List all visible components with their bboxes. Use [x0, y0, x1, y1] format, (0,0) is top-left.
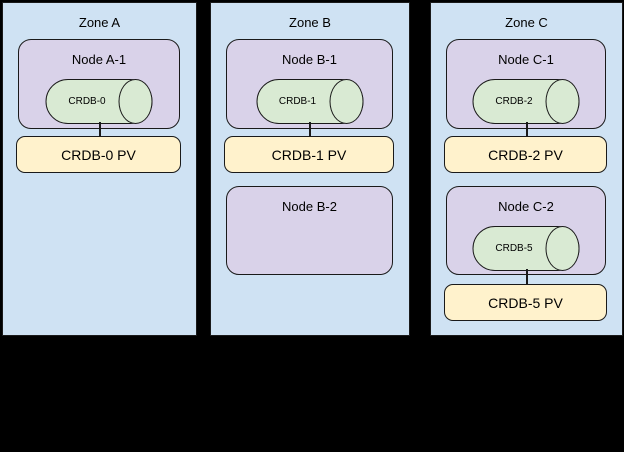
- crdb-2-pv-box: CRDB-2 PV: [444, 136, 607, 173]
- node-b-1: Node B-1 CRDB-1: [226, 39, 393, 129]
- crdb-5-label: CRDB-5: [495, 243, 533, 254]
- node-c-2-label: Node C-2: [498, 199, 554, 214]
- crdb-5-pv-box: CRDB-5 PV: [444, 284, 607, 321]
- zone-b: Zone B Node B-1 CRDB-1 CRDB-1 PV Node B-…: [210, 2, 410, 336]
- zone-a: Zone A Node A-1 CRDB-0 CRDB-0 PV: [2, 2, 197, 336]
- connector-line-c-2: [525, 269, 528, 285]
- crdb-1-pv-box: CRDB-1 PV: [224, 136, 394, 173]
- cylinder-cap-icon: [545, 79, 580, 124]
- zone-c-label: Zone C: [505, 15, 548, 30]
- crdb-0-label: CRDB-0: [68, 96, 106, 107]
- crdb-2-label: CRDB-2: [495, 96, 533, 107]
- crdb-0-cylinder: CRDB-0: [45, 79, 153, 124]
- crdb-1-cylinder: CRDB-1: [256, 79, 363, 124]
- node-b-1-label: Node B-1: [282, 52, 337, 67]
- node-c-1: Node C-1 CRDB-2: [446, 39, 606, 129]
- node-c-2: Node C-2 CRDB-5: [446, 186, 606, 275]
- node-c-1-label: Node C-1: [498, 52, 554, 67]
- crdb-5-cylinder: CRDB-5: [472, 226, 580, 271]
- crdb-2-cylinder: CRDB-2: [472, 79, 580, 124]
- cylinder-cap-icon: [118, 79, 153, 124]
- connector-line-c-1: [525, 122, 528, 137]
- node-a-1: Node A-1 CRDB-0: [18, 39, 180, 129]
- node-b-2: Node B-2: [226, 186, 393, 275]
- node-b-2-label: Node B-2: [282, 199, 337, 214]
- connector-line-b-1: [309, 122, 311, 137]
- cylinder-cap-icon: [545, 226, 580, 271]
- node-a-1-label: Node A-1: [71, 52, 127, 67]
- crdb-1-label: CRDB-1: [278, 96, 317, 107]
- zone-c: Zone C Node C-1 CRDB-2 CRDB-2 PV Node C-…: [430, 2, 623, 336]
- connector-line-a-1: [98, 122, 101, 137]
- zone-a-label: Zone A: [78, 15, 121, 30]
- zone-b-label: Zone B: [289, 15, 331, 30]
- cylinder-cap-icon: [329, 79, 363, 124]
- crdb-0-pv-box: CRDB-0 PV: [16, 136, 181, 173]
